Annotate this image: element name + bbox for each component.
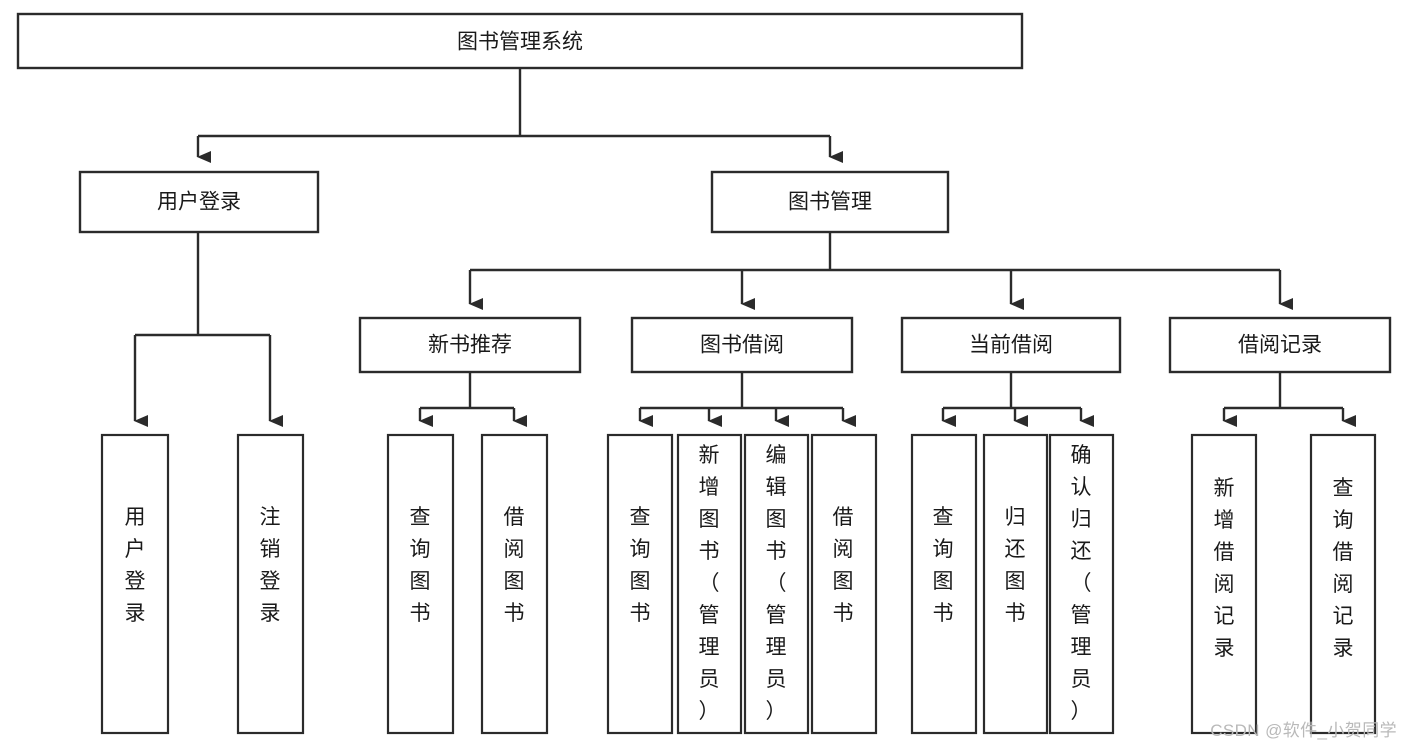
node-leaf-borrow-book-2[interactable]: 借阅图书 [810, 433, 878, 735]
node-leaf-borrow-book-2-label: 借阅图书 [833, 506, 854, 625]
node-leaf-edit-book[interactable]: 编辑图书（管理员） [743, 433, 810, 735]
node-leaf-confirm-return-label: 确认归还（管理员） [1071, 444, 1092, 723]
node-leaf-add-book[interactable]: 新增图书（管理员） [676, 433, 743, 735]
edge-borrowrecord-bus [1224, 372, 1343, 410]
edge-bookborrow-bus [640, 372, 843, 410]
node-new-book-rec-box[interactable] [358, 316, 582, 374]
node-leaf-borrow-book-1-box[interactable] [480, 433, 549, 735]
edge-userlogin-bus [135, 232, 270, 337]
csdn-watermark: CSDN @软件_小贺同学 [1210, 721, 1397, 740]
node-current-borrow-box[interactable] [900, 316, 1122, 374]
node-leaf-user-login[interactable]: 用户登录 [100, 433, 170, 735]
node-leaf-query-book-1[interactable]: 查询图书 [386, 433, 455, 735]
node-leaf-borrow-book-2-box[interactable] [810, 433, 878, 735]
node-borrow-record-box[interactable] [1168, 316, 1392, 374]
node-borrow-record-label: 借阅记录 [1238, 334, 1322, 357]
node-book-borrow-label: 图书借阅 [700, 334, 784, 357]
node-current-borrow-label: 当前借阅 [969, 334, 1053, 357]
node-leaf-query-book-3-label: 查询图书 [933, 506, 954, 625]
node-book-borrow[interactable]: 图书借阅 [630, 316, 854, 374]
node-leaf-query-book-3[interactable]: 查询图书 [910, 433, 978, 735]
node-new-book-rec[interactable]: 新书推荐 [358, 316, 582, 374]
node-borrow-record[interactable]: 借阅记录 [1168, 316, 1392, 374]
edge-currentborrow-bus [943, 372, 1081, 410]
node-leaf-return-book-label: 归还图书 [1005, 506, 1026, 625]
node-leaf-query-record-label: 查询借阅记录 [1333, 477, 1354, 660]
node-leaf-query-book-3-box[interactable] [910, 433, 978, 735]
node-user-login[interactable]: 用户登录 [78, 170, 320, 234]
node-leaf-query-book-1-box[interactable] [386, 433, 455, 735]
node-leaf-add-book-box[interactable] [676, 433, 743, 735]
node-leaf-confirm-return-box[interactable] [1048, 433, 1115, 735]
node-leaf-user-logout-box[interactable] [236, 433, 305, 735]
node-leaf-return-book-box[interactable] [982, 433, 1049, 735]
node-user-login-label: 用户登录 [157, 191, 241, 214]
node-root-label: 图书管理系统 [457, 31, 583, 54]
node-leaf-user-logout-label: 注销登录 [260, 506, 281, 625]
node-new-book-rec-label: 新书推荐 [428, 334, 512, 357]
node-leaf-query-book-2-label: 查询图书 [630, 506, 651, 625]
node-leaf-query-record[interactable]: 查询借阅记录 [1309, 433, 1377, 735]
node-leaf-return-book[interactable]: 归还图书 [982, 433, 1049, 735]
node-leaf-user-login-label: 用户登录 [125, 506, 146, 625]
node-leaf-add-record[interactable]: 新增借阅记录 [1190, 433, 1258, 735]
edge-newbook-bus [420, 372, 514, 410]
node-leaf-add-record-label: 新增借阅记录 [1214, 477, 1235, 660]
node-book-manage[interactable]: 图书管理 [710, 170, 950, 234]
node-leaf-user-logout[interactable]: 注销登录 [236, 433, 305, 735]
node-leaf-borrow-book-1-label: 借阅图书 [504, 506, 525, 625]
node-leaf-query-book-2[interactable]: 查询图书 [606, 433, 674, 735]
node-root-box[interactable] [16, 12, 1024, 70]
node-leaf-confirm-return[interactable]: 确认归还（管理员） [1048, 433, 1115, 735]
node-leaf-add-book-label: 新增图书（管理员） [699, 444, 720, 723]
node-leaf-query-book-2-box[interactable] [606, 433, 674, 735]
node-leaf-edit-book-box[interactable] [743, 433, 810, 735]
node-root[interactable]: 图书管理系统 [16, 12, 1024, 70]
node-book-borrow-box[interactable] [630, 316, 854, 374]
edge-layer [133, 68, 1356, 427]
node-leaf-add-record-box[interactable] [1190, 433, 1258, 735]
node-user-login-box[interactable] [78, 170, 320, 234]
node-leaf-query-record-box[interactable] [1309, 433, 1377, 735]
node-leaf-edit-book-label: 编辑图书（管理员） [766, 444, 787, 723]
node-leaf-borrow-book-1[interactable]: 借阅图书 [480, 433, 549, 735]
node-current-borrow[interactable]: 当前借阅 [900, 316, 1122, 374]
node-leaf-query-book-1-label: 查询图书 [410, 506, 431, 625]
node-leaf-user-login-box[interactable] [100, 433, 170, 735]
node-book-manage-label: 图书管理 [788, 191, 872, 214]
node-book-manage-box[interactable] [710, 170, 950, 234]
edge-root-bus [198, 68, 830, 138]
edge-bookmanage-bus [470, 232, 1280, 272]
